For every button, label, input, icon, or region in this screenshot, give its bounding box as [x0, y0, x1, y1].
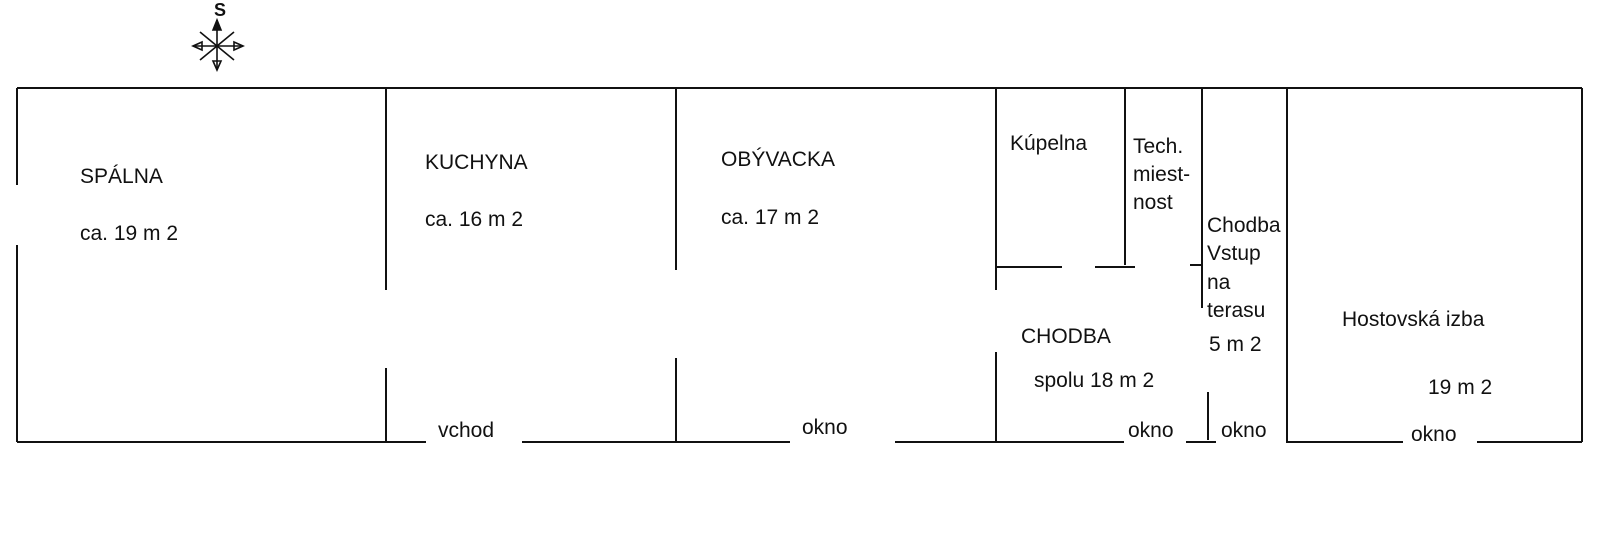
opening-label-okno: okno	[1128, 419, 1174, 442]
opening-label-okno: okno	[1221, 419, 1267, 442]
room-name-vstup-1: Chodba	[1207, 214, 1281, 237]
room-name-chodba: CHODBA	[1021, 325, 1111, 348]
room-name-tech-2: miest-	[1133, 163, 1191, 186]
room-area-chodba: spolu 18 m 2	[1034, 369, 1155, 392]
room-name-tech-1: Tech.	[1133, 135, 1184, 158]
room-name-kuchyna: KUCHYNA	[425, 151, 528, 174]
opening-label-vchod: vchod	[438, 419, 495, 442]
room-area-hostovska: 19 m 2	[1428, 376, 1493, 399]
room-name-kupelna: Kúpelna	[1010, 132, 1088, 155]
room-name-vstup-3: na	[1207, 271, 1231, 294]
room-area-kuchyna: ca. 16 m 2	[425, 208, 524, 231]
opening-label-okno: okno	[802, 416, 848, 439]
room-area-vstup: 5 m 2	[1209, 333, 1262, 356]
opening-label-okno: okno	[1411, 423, 1457, 446]
room-name-hostovska: Hostovská izba	[1342, 308, 1485, 331]
room-name-tech-3: nost	[1133, 191, 1173, 214]
room-area-spalna: ca. 19 m 2	[80, 222, 179, 245]
compass-label: S	[214, 0, 227, 20]
compass-rose-icon	[191, 17, 245, 72]
room-name-spalna: SPÁLNA	[80, 165, 163, 188]
room-area-obyvacka: ca. 17 m 2	[721, 206, 820, 229]
room-name-vstup-4: terasu	[1207, 299, 1266, 322]
room-name-vstup-2: Vstup	[1207, 242, 1261, 265]
room-name-obyvacka: OBÝVACKA	[721, 148, 835, 171]
